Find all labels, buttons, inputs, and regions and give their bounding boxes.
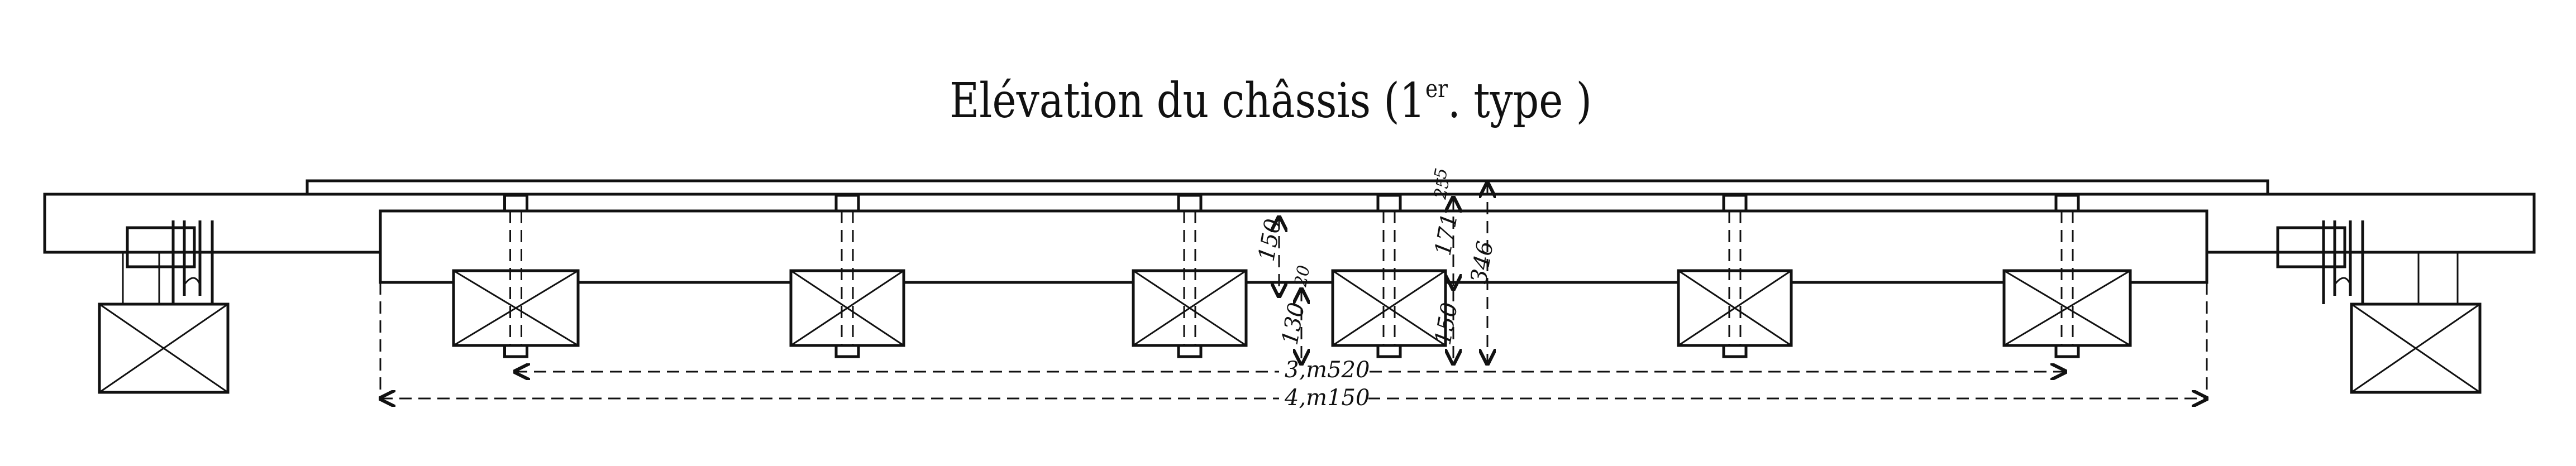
left-axle-guard — [98, 220, 230, 394]
axle-box — [789, 194, 905, 358]
right-axle-guard — [2276, 220, 2482, 394]
box-gap-label: 20 — [1291, 264, 1314, 289]
main-beam — [379, 209, 2208, 284]
axle-box — [2002, 194, 2132, 358]
axle-span-label: 3,m520 — [1285, 357, 1370, 383]
plank-second-label: 25 — [1430, 176, 1453, 201]
top-plank — [306, 179, 2269, 196]
drawing-title: Elévation du châssis (1er. type ) — [950, 73, 1592, 129]
axle-box — [452, 194, 580, 358]
axle-box — [1132, 194, 1248, 358]
box-height-label: 130 — [1277, 301, 1310, 347]
axle-box — [1331, 194, 1447, 358]
axle-box — [1677, 194, 1793, 358]
frame-length-label: 4,m150 — [1284, 385, 1370, 411]
